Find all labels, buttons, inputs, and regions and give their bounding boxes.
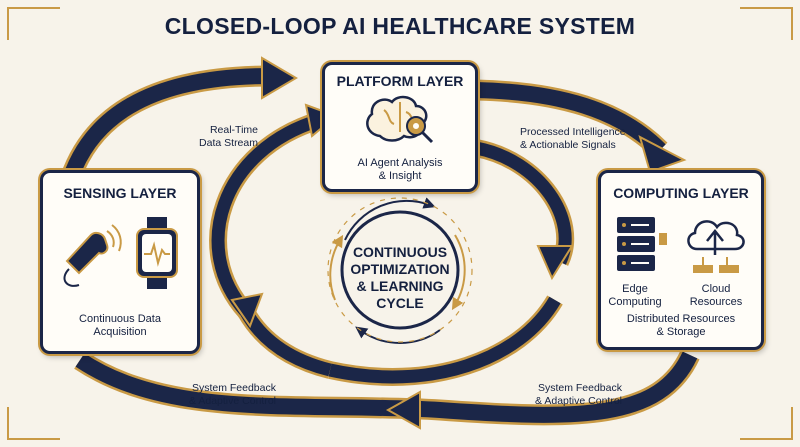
- platform-caption-line1: AI Agent Analysis: [357, 157, 443, 169]
- processed-label-line2: & Actionable Signals: [520, 139, 616, 151]
- computing-layer-title: COMPUTING LAYER: [613, 185, 749, 201]
- platform-caption: AI Agent Analysis & Insight: [325, 157, 475, 183]
- smartwatch-icon: [136, 217, 178, 289]
- sensing-caption-line2: Acquisition: [93, 326, 147, 338]
- feedback-right-label: System Feedback & Adaptive Control: [514, 382, 622, 408]
- sensing-caption: Continuous Data Acquisition: [43, 313, 197, 339]
- realtime-stream-label: Real-Time Data Stream: [160, 124, 258, 150]
- platform-caption-line2: & Insight: [378, 170, 422, 182]
- center-cycle-ring: [327, 197, 473, 344]
- platform-layer-title: PLATFORM LAYER: [336, 73, 464, 89]
- cloud-label-line1: Cloud: [701, 283, 731, 295]
- computing-layer-box: COMPUTING LAYER Edge Computing Cloud Res…: [598, 170, 764, 350]
- feedback-right-line2: & Adaptive Control: [535, 395, 622, 407]
- computing-caption-line2: & Storage: [656, 326, 706, 338]
- cloud-label-line2: Resources: [689, 296, 743, 308]
- processed-label-line1: Processed Intelligence: [520, 126, 626, 138]
- center-line2: OPTIMIZATION: [350, 261, 450, 277]
- edge-label-line1: Edge: [622, 283, 648, 295]
- cloud-resources-label: Cloud Resources: [681, 283, 751, 309]
- feedback-left-line1: System Feedback: [191, 382, 276, 394]
- cloud-icon: [687, 220, 745, 273]
- edge-label-line2: Computing: [608, 296, 662, 308]
- center-cycle-label: CONTINUOUS OPTIMIZATION & LEARNING CYCLE: [325, 244, 475, 312]
- center-line4: CYCLE: [376, 295, 424, 311]
- platform-layer-box: PLATFORM LAYER AI Agent Analysis & Insig…: [322, 62, 478, 192]
- realtime-label-line2: Data Stream: [199, 137, 258, 149]
- sensing-layer-title: SENSING LAYER: [63, 185, 177, 201]
- sensing-layer-box: SENSING LAYER Continuous Data Acquisitio…: [40, 170, 200, 354]
- page-title: CLOSED-LOOP AI HEALTHCARE SYSTEM: [164, 13, 636, 39]
- processed-intelligence-label: Processed Intelligence & Actionable Sign…: [520, 126, 670, 152]
- sensing-caption-line1: Continuous Data: [79, 313, 161, 325]
- inner-loop-arrows: [209, 103, 575, 386]
- frame-corners: [7, 7, 793, 440]
- computing-caption-line1: Distributed Resources: [626, 313, 736, 325]
- handheld-scanner-icon: [63, 224, 122, 287]
- arrow-platform-to-computing: [475, 79, 687, 174]
- center-line3: & LEARNING: [356, 278, 444, 294]
- arrow-sensing-to-platform: [57, 56, 298, 190]
- feedback-right-line1: System Feedback: [537, 382, 622, 394]
- feedback-left-line2: & Adaptive Control: [189, 395, 276, 407]
- server-rack-icon: [617, 217, 667, 271]
- center-line1: CONTINUOUS: [352, 244, 448, 260]
- brain-gear-icon: [366, 95, 434, 144]
- edge-computing-label: Edge Computing: [603, 283, 667, 309]
- realtime-label-line1: Real-Time: [209, 124, 258, 136]
- feedback-left-label: System Feedback & Adaptive Control: [168, 382, 276, 408]
- computing-caption: Distributed Resources & Storage: [601, 313, 761, 339]
- arrow-computing-to-sensing: [74, 350, 700, 430]
